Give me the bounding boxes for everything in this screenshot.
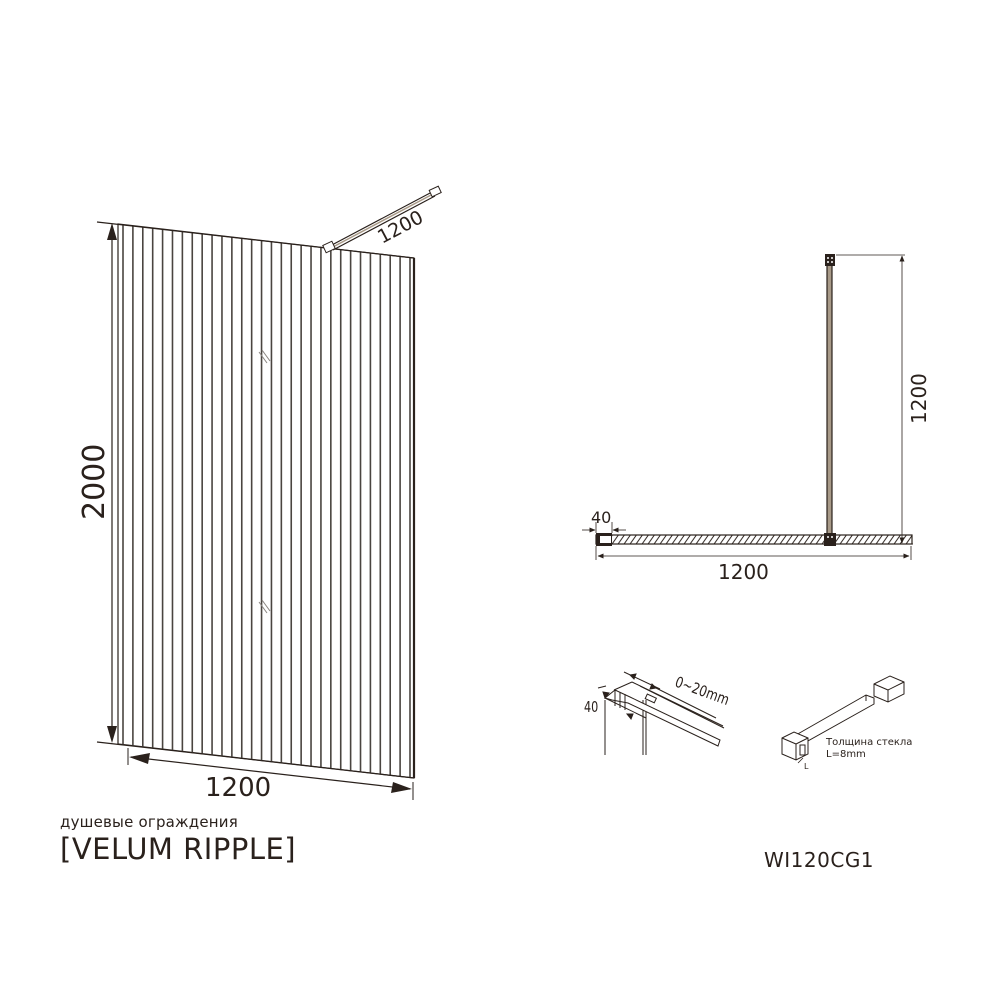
- glass-bracket: [824, 533, 836, 546]
- glass-thickness-value: L=8mm: [826, 749, 866, 760]
- front-view: 2000 1200 1200: [77, 185, 442, 803]
- bar-dim-letter: L: [804, 762, 809, 771]
- product-category: душевые ограждения: [60, 813, 238, 831]
- bar-set-detail: [781, 675, 905, 764]
- glass-reflection-marks: [258, 349, 271, 614]
- glass-section: [595, 534, 913, 545]
- vertical-bar: [826, 261, 833, 535]
- glass-thickness-title: Толщина стекла: [826, 737, 913, 748]
- width-dimension-line: [130, 756, 411, 790]
- ripple-stripes: [122, 224, 411, 778]
- bar-length-label: 1200: [374, 206, 427, 248]
- height-label: 2000: [77, 444, 112, 520]
- model-number: WI120CG1: [764, 848, 875, 872]
- top-width-label: 1200: [718, 560, 769, 584]
- wall-bracket-top: [825, 254, 835, 266]
- profile-detail: [597, 671, 725, 755]
- glass-thickness-note: Толщина стекла L=8mm: [826, 737, 912, 761]
- profile-depth-label: 40: [584, 699, 598, 716]
- top-view: 40 1200 1200: [582, 254, 931, 584]
- adjust-range-label: 0~20mm: [672, 674, 731, 710]
- product-name: [VELUM RIPPLE]: [60, 832, 297, 866]
- stabilizer-bar: [322, 185, 442, 254]
- wall-profile-width-label: 40: [591, 508, 611, 527]
- width-label: 1200: [205, 773, 271, 803]
- top-bar-length-label: 1200: [907, 373, 931, 424]
